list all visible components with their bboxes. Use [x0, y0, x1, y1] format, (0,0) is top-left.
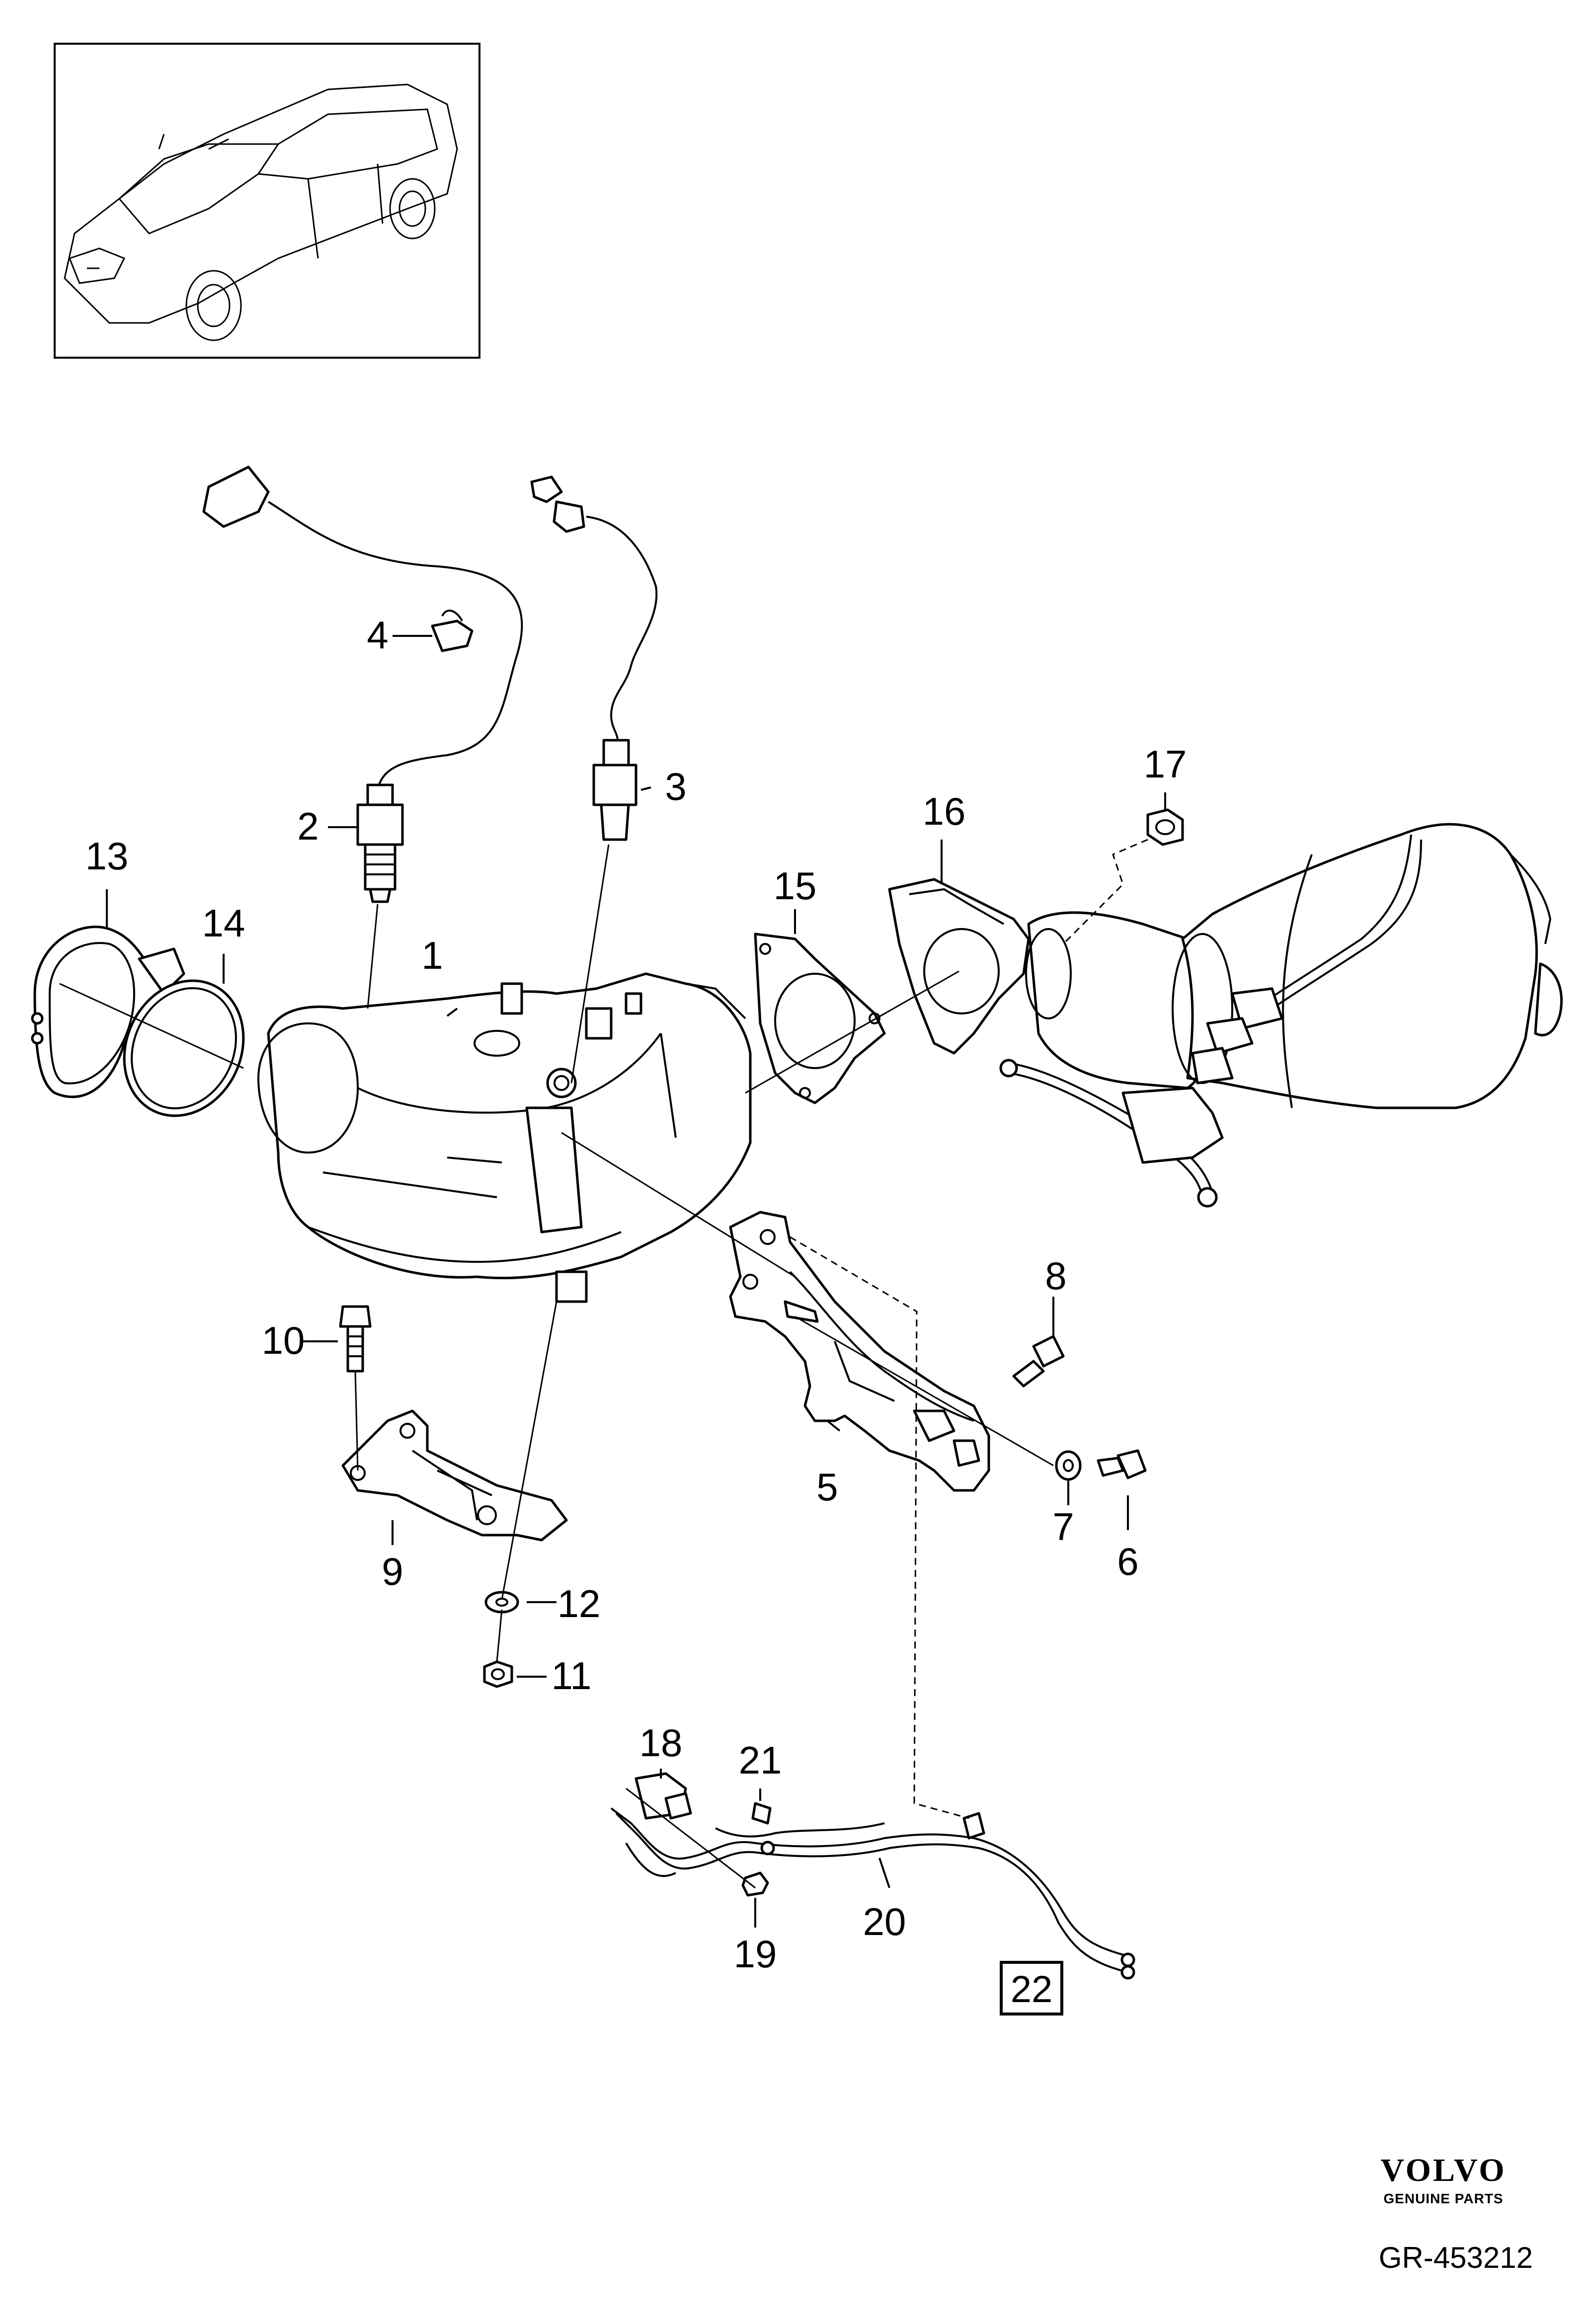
- callout-18: 18: [639, 1721, 683, 1765]
- callout-17: 17: [1144, 742, 1187, 786]
- bolt-10: [339, 1305, 372, 1373]
- reference-box-22: 22: [1000, 1961, 1063, 2015]
- oxygen-sensor-upstream: [202, 465, 523, 903]
- callout-16: 16: [923, 789, 966, 833]
- callout-20: 20: [863, 1900, 906, 1943]
- callout-4: 4: [367, 613, 388, 657]
- callout-9: 9: [382, 1549, 403, 1593]
- callout-13: 13: [85, 834, 129, 878]
- diagram-code: GR-453212: [1379, 2241, 1533, 2274]
- callout-15: 15: [774, 864, 817, 908]
- flange-gasket: [754, 932, 886, 1104]
- callout-10: 10: [262, 1318, 305, 1362]
- callout-2: 2: [297, 804, 318, 848]
- vehicle-inset: [54, 43, 480, 359]
- callout-5: 5: [816, 1465, 838, 1509]
- bolt-6: [1097, 1449, 1147, 1479]
- catalytic-converter: [257, 972, 752, 1303]
- callout-3: 3: [665, 765, 686, 808]
- particulate-filter-assembly: [999, 823, 1563, 1208]
- oxygen-sensor-downstream: [530, 475, 658, 841]
- washer-12: [484, 1591, 519, 1614]
- callout-19: 19: [734, 1932, 777, 1976]
- callout-8: 8: [1045, 1254, 1066, 1298]
- washer-7: [1055, 1450, 1082, 1481]
- wire-clip: [431, 610, 474, 652]
- mounting-bracket: [729, 1211, 990, 1492]
- bolt-21: [751, 1802, 772, 1825]
- callout-11: 11: [552, 1654, 592, 1698]
- brand-block: VOLVO GENUINE PARTS GR-453212: [1379, 2152, 1533, 2274]
- nut: [1146, 808, 1184, 846]
- callout-14: 14: [202, 901, 245, 945]
- gasket-ring: [123, 979, 245, 1117]
- callout-21: 21: [739, 1738, 782, 1782]
- callout-labels: 1 2 3 4 5 6 7 8 9 10 11 12 13 14 15 16 1…: [85, 613, 1187, 1976]
- pressure-pipes-20: [610, 1807, 1135, 1980]
- callout-6: 6: [1117, 1540, 1138, 1583]
- support-bracket: [341, 1409, 568, 1542]
- nut-11: [483, 1660, 513, 1688]
- reference-box-label: 22: [1011, 1968, 1053, 2011]
- brand-logo: VOLVO: [1380, 2152, 1506, 2188]
- bolt-8: [1012, 1335, 1065, 1388]
- callout-12: 12: [557, 1582, 601, 1626]
- callout-1: 1: [421, 933, 443, 977]
- assembly-guides: [59, 839, 1148, 1889]
- brand-subtitle: GENUINE PARTS: [1383, 2191, 1503, 2206]
- callout-7: 7: [1052, 1505, 1074, 1549]
- nut-19: [741, 1871, 769, 1897]
- leader-lines: [106, 635, 1166, 1928]
- heat-shield: [888, 878, 1030, 1055]
- pressure-sensor-18: [635, 1772, 692, 1820]
- v-band-clamp: [31, 926, 185, 1098]
- station-wagon-drawing: [64, 83, 458, 341]
